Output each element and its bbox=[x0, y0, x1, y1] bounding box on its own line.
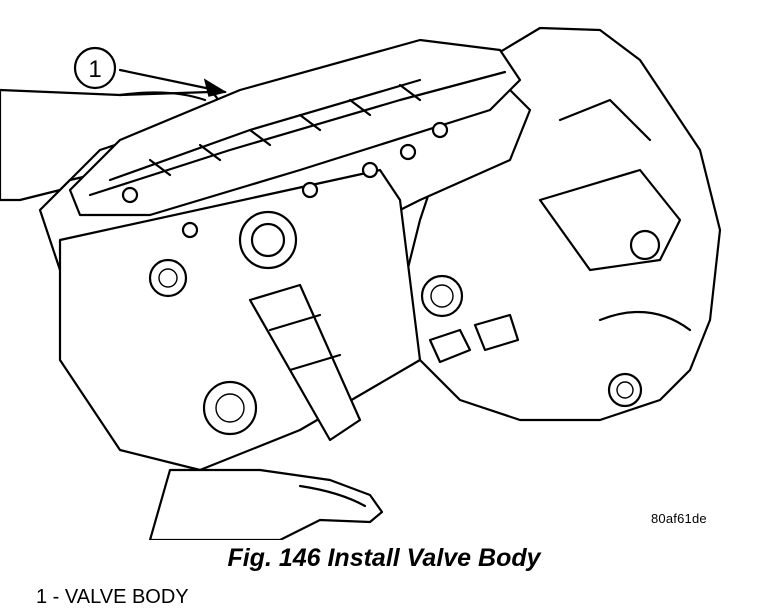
valve-body-illustration: 1 bbox=[0, 26, 722, 540]
bolts bbox=[121, 121, 449, 239]
legend-item: 1 - VALVE BODY bbox=[36, 586, 189, 608]
callout-number: 1 bbox=[88, 56, 101, 83]
valve-shaft bbox=[248, 283, 362, 442]
right-hand bbox=[148, 468, 384, 540]
image-code: 80af61de bbox=[651, 511, 707, 526]
figure-caption: Fig. 146 Install Valve Body bbox=[227, 544, 541, 572]
callout-1: 1 bbox=[73, 46, 117, 90]
